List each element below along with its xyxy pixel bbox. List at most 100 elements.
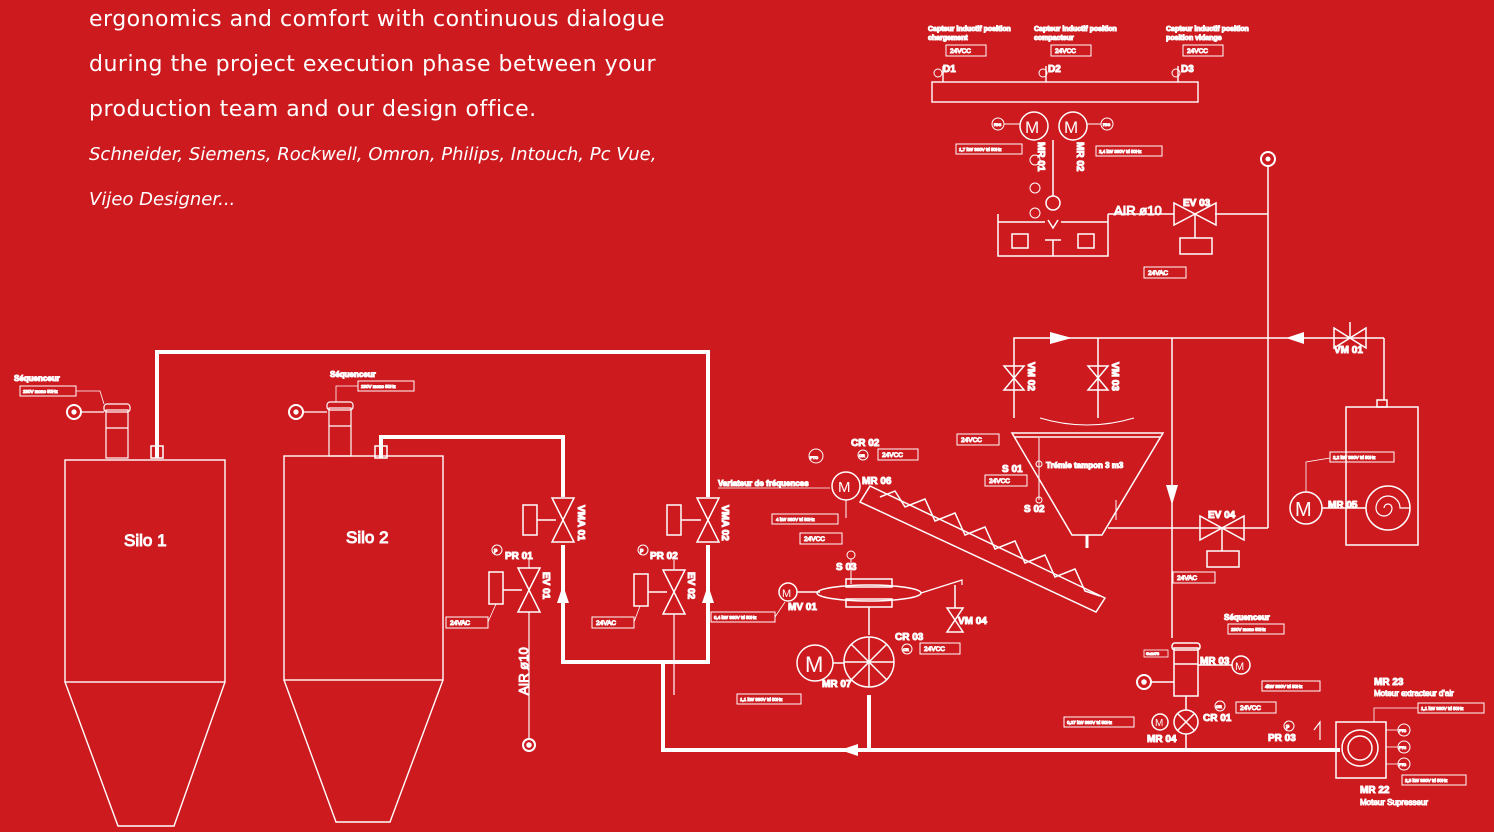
cr-03-cr: CR [903,647,909,652]
mr-23-label: MR 23 [1374,677,1404,688]
valve-ev-04 [1199,514,1245,568]
cr-01-label: CR 01 [1203,713,1232,724]
mr-05-label: MR 05 [1328,500,1358,511]
mr-04-m: M [1155,718,1163,729]
sensor-d1-title1: Capteur inductif position [928,26,1011,33]
mr-22-ptc-2: PTC [1399,746,1406,750]
intro-line-3: production team and our design office. [89,97,537,122]
filter-mr-03: M [1136,642,1251,697]
mr-22-ptc-1: PTC [1399,729,1406,733]
ev-03-label: EV 03 [1183,198,1211,209]
mr-04-label: MR 04 [1147,734,1177,745]
compactor [997,140,1109,257]
mr-06-m: M [838,479,851,496]
air-vertical-label: AIR ø10 [516,647,531,695]
s-02-label: S 02 [1024,504,1045,515]
cr-02-label: CR 02 [851,438,880,449]
pipe-flanges [150,445,388,459]
mr-06-ptc: PTC [810,455,818,460]
sensor-d3-voltage: 24VCC [1187,48,1208,55]
screw-conveyor [858,485,1107,613]
mr-01-rating: 1,7 kW 380V tri 50Hz [959,147,1002,152]
mr-03-label: MR 03 [1200,656,1230,667]
mr-03-m: M [1235,661,1244,673]
mr-07-label: MR 07 [822,679,852,690]
ev-03-24vac: 24VAC [1148,270,1168,277]
vm-01-label: VM 01 [1334,345,1363,356]
rotary-valve-mr-07: M [796,636,913,688]
brands-line-1: Schneider, Siemens, Rockwell, Omron, Phi… [89,144,657,165]
ev-04-label: EV 04 [1208,510,1236,521]
ev-02-label: EV 02 [685,572,696,600]
motor-mr-06: M [808,448,869,518]
right-pipes [1108,166,1385,638]
intro-text: ergonomics and comfort with continuous d… [89,0,729,222]
mr-04-rating: 0,37 kW 380V tri 50Hz [1067,720,1113,725]
vm-02-24vcc: 24VCC [961,437,982,444]
vfd-label: Variateur de fréquences [718,479,809,488]
pr-02-label: PR 02 [650,551,678,562]
s-01-label: S 01 [1002,464,1023,475]
valve-vm-01 [1333,322,1367,350]
motor-mr-02: M [1058,111,1114,141]
cr-01-cr: CR [1216,704,1222,709]
cr-03-label: CR 03 [895,632,924,643]
ev-01-24vac: 24VAC [450,620,470,627]
mr-03-rating: 4kW 380V tri 50Hz [1265,684,1303,689]
mv-01-m: M [782,588,791,600]
sensor-d3-title1: Capteur inductif position [1166,26,1249,33]
vm-03-label: VM 03 [1109,362,1120,391]
blower-mr-05: M [1289,399,1419,546]
motor-mr-01: M [991,111,1049,141]
intro-line-2: during the project execution phase betwe… [89,52,657,77]
cr-03-24vcc: 24VCC [924,646,945,653]
mv-01-label: MV 01 [788,602,817,613]
mr-05-rating: 2,2 kW 380V tri 50Hz [1333,455,1376,460]
ev-01-label: EV 01 [540,572,551,600]
silo-2 [283,455,444,823]
valve-vma-01 [522,497,576,543]
sequencer-filter-silo-1 [66,403,131,459]
sequencer-3-rating: 230V mono 50Hz [1231,627,1267,632]
mr-22-desc: Moteur Supresseur [1360,798,1428,807]
mr-07-rating: 1,1 kW 380V tri 50Hz [740,697,783,702]
air-horizontal-label: AIR ø10 [1114,203,1162,218]
main-pipes [155,350,1340,752]
brands-line-2: Vijeo Designer... [89,189,236,210]
mr-01-label: MR 01 [1035,142,1046,172]
valve-ev-03 [1173,201,1217,255]
sequencer-2-rating: 230V mono 50Hz [361,384,397,389]
valve-vm-04 [945,585,965,633]
mr-06-label: MR 06 [862,476,892,487]
s-01-24vcc: 24VCC [989,478,1010,485]
sequencer-2-label: Séquenceur [330,370,376,379]
mr-05-m: M [1295,499,1312,521]
sensor-d1-title2: chargement [928,35,968,42]
sensor-d2-title1: Capteur inductif position [1034,26,1117,33]
pr-01-p: P [494,549,498,555]
sieve-mv-01: M [778,578,963,635]
pr-03-p: P [1286,725,1290,731]
pr-01-label: PR 01 [505,551,533,562]
vm-04-label: VM 04 [958,616,987,627]
valve-vma-02 [666,497,721,543]
sensor-d2-tag: D2 [1048,64,1061,75]
mr-02-label: MR 02 [1074,142,1085,172]
valve-ev-02 [633,544,687,695]
sensor-d3-tag: D3 [1181,64,1194,75]
mr-02-rating: 2,4 kW 380V tri 50Hz [1099,149,1142,154]
hopper-label: Trémie tampon 3 m3 [1046,461,1124,470]
silo-1-label: Silo 1 [124,531,167,550]
sensor-d1-voltage: 24VCC [950,48,971,55]
cr-02-24vcc: 24VCC [882,452,903,459]
mr-06-rating: 4 kW 380V tri 50Hz [776,517,816,522]
cr-02-cr: CR [859,453,865,458]
ev-02-24vac: 24VAC [596,620,616,627]
mv-01-rating: 0,4 kW 380V tri 50Hz [714,615,757,620]
mr-02-fdc: FDC [1103,123,1111,127]
mr-01-m: M [1025,118,1039,137]
sequencer-3-label: Séquenceur [1224,613,1270,622]
vma-01-label: VMA 01 [575,505,586,541]
valve-vm-03 [1086,338,1110,418]
